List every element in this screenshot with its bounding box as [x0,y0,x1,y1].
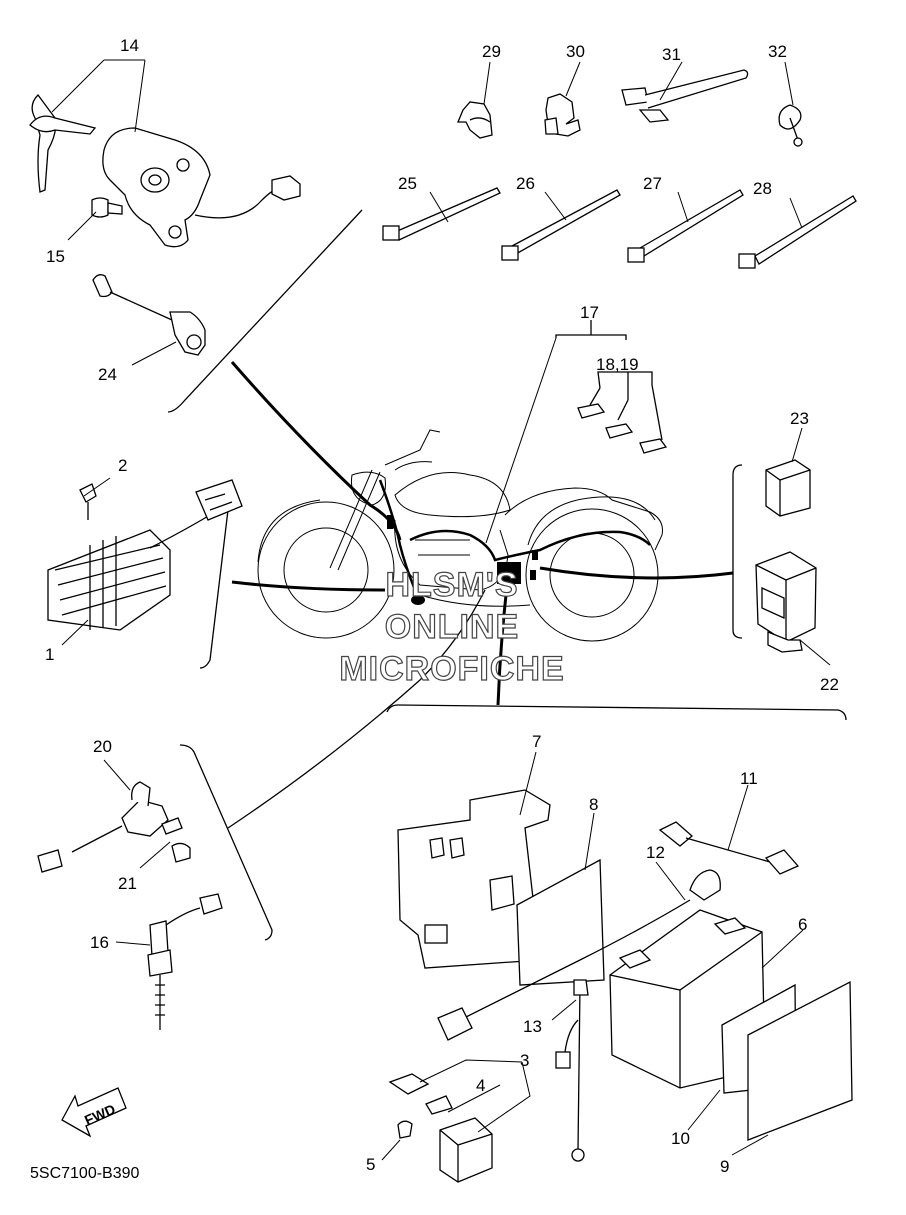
callout-23: 23 [790,409,809,428]
callout-20: 20 [93,737,112,756]
battery-assembly [388,789,853,1183]
callout-13: 13 [523,1017,542,1036]
callout-21: 21 [118,874,137,893]
callout-1: 1 [45,645,54,664]
callout-32: 32 [768,42,787,61]
callout-10: 10 [671,1129,690,1148]
diagram-part-code: 5SC7100-B390 [30,1165,140,1182]
callout-8: 8 [589,795,598,814]
callout-14: 14 [120,36,139,55]
callout-27: 27 [643,174,662,193]
watermark-line-1: HLSM'S [385,566,518,604]
ignition-switch-assembly [29,94,301,356]
cable-ties-25-28 [382,187,857,269]
callout-26: 26 [516,174,535,193]
callout-30: 30 [566,42,585,61]
callout-15: 15 [46,247,65,266]
callout-18-19: 18,19 [596,355,639,374]
rectifier-regulator [47,479,243,631]
forward-arrow-icon: FWD [61,1087,127,1138]
callout-numbers: 1 2 3 4 5 6 7 8 9 10 11 12 13 14 15 16 1… [45,36,839,1176]
callout-24: 24 [98,365,117,384]
callout-4: 4 [476,1076,485,1095]
callout-31: 31 [662,45,681,64]
sensors-20-21-16 [37,781,223,1030]
watermark-line-2: ONLINE [385,608,519,646]
watermark-line-3: MICROFICHE [339,650,564,688]
callout-leaders [51,59,831,1161]
clamps-29-32 [457,69,803,147]
callout-7: 7 [532,732,541,751]
callout-16: 16 [90,933,109,952]
callout-22: 22 [820,675,839,694]
callout-3: 3 [520,1051,529,1070]
callout-9: 9 [720,1157,729,1176]
callout-25: 25 [398,174,417,193]
relays-22-23 [755,459,817,653]
fuses-17-19 [555,320,668,454]
watermark: HLSM'S ONLINE MICROFICHE [339,565,565,688]
motorcycle-outline [257,429,663,642]
callout-28: 28 [753,179,772,198]
callout-11: 11 [740,769,758,788]
callout-17: 17 [580,303,599,322]
callout-29: 29 [482,42,501,61]
callout-12: 12 [646,843,665,862]
callout-6: 6 [798,915,807,934]
callout-5: 5 [366,1155,375,1174]
callout-2: 2 [118,456,127,475]
